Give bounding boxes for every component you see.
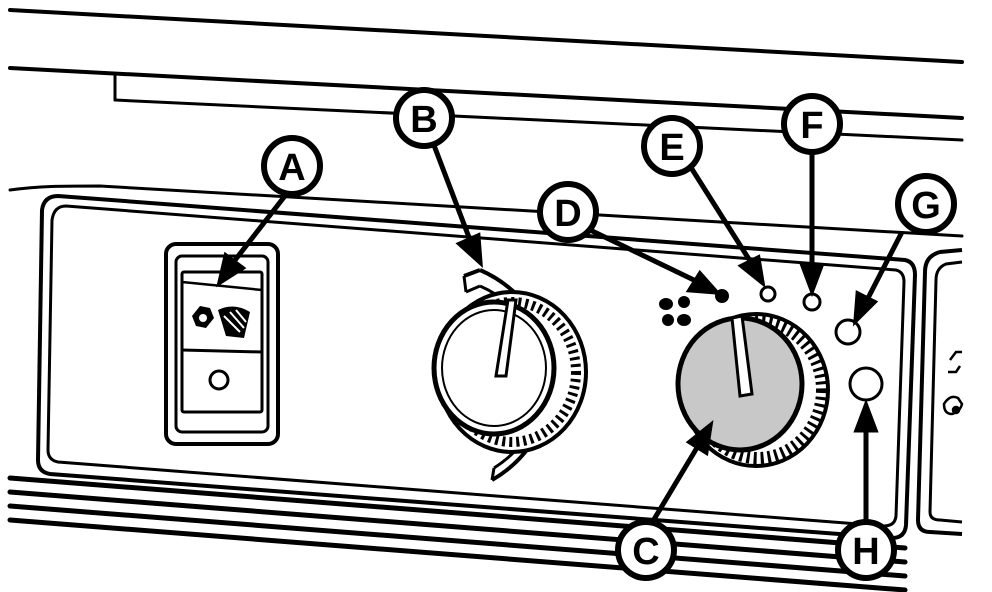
indicator-e xyxy=(759,285,777,303)
callout-g-label: G xyxy=(911,185,941,227)
callout-f: F xyxy=(781,93,843,155)
callout-d-label: D xyxy=(554,193,581,235)
washer-icon xyxy=(192,306,214,328)
wiper-rocker-switch[interactable] xyxy=(164,242,280,446)
callout-c: C xyxy=(615,519,677,581)
callout-b-label: B xyxy=(410,99,437,141)
adjacent-panel-icon xyxy=(942,350,964,416)
indicator-h[interactable] xyxy=(848,366,884,402)
fan-speed-knob[interactable] xyxy=(675,312,830,468)
callout-a-label: A xyxy=(278,147,305,189)
callout-d: D xyxy=(537,181,599,243)
callout-e-label: E xyxy=(659,127,684,169)
callout-c-label: C xyxy=(632,531,659,573)
fan-icon xyxy=(659,296,691,326)
callout-g: G xyxy=(895,173,957,235)
callout-e: E xyxy=(641,115,703,177)
callout-a: A xyxy=(261,135,323,197)
callout-h: H xyxy=(835,519,897,581)
callout-f-label: F xyxy=(800,105,823,147)
indicator-g xyxy=(834,318,862,346)
callout-b: B xyxy=(393,87,455,149)
callout-h-label: H xyxy=(852,531,879,573)
adjacent-panel xyxy=(915,248,963,536)
temperature-knob[interactable] xyxy=(431,268,588,482)
dashboard-lower-trim xyxy=(7,475,908,592)
windshield-wiper-icon xyxy=(218,306,250,338)
leader-lines xyxy=(216,139,905,528)
